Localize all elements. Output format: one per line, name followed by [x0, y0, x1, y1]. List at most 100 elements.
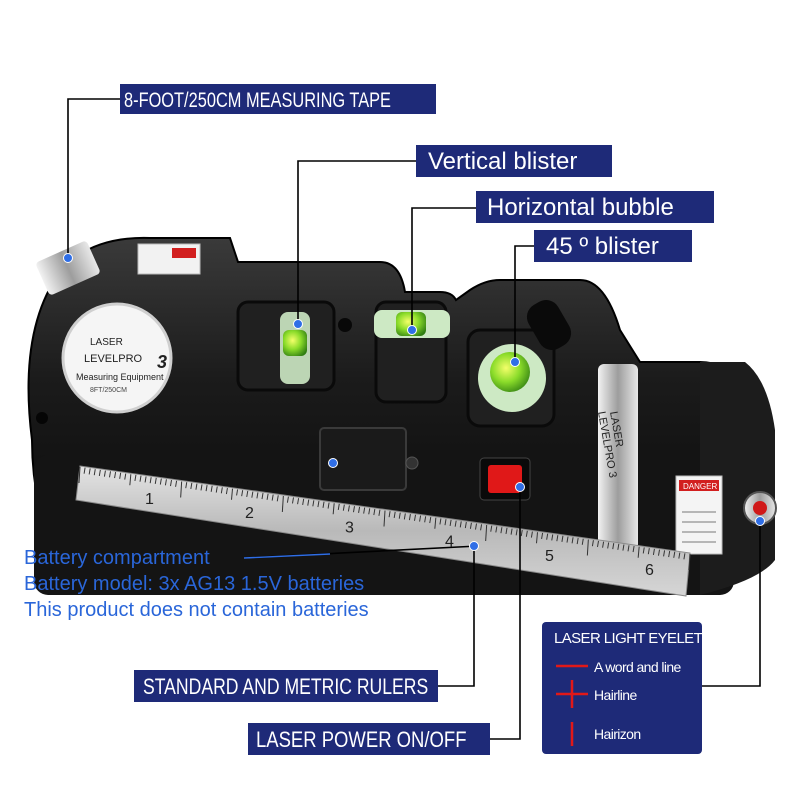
label-power: LASER POWER ON/OFF — [248, 723, 490, 755]
ruler-tick — [358, 506, 361, 513]
ruler-tick — [180, 481, 183, 498]
ruler-tick — [281, 495, 284, 513]
ruler-tick — [271, 494, 274, 501]
ruler-tick — [571, 537, 574, 544]
ruler-tick — [449, 519, 452, 527]
ruler-tick — [683, 553, 686, 560]
ruler-tick — [434, 517, 437, 529]
ruler-tick — [378, 509, 381, 516]
ruler-tick — [119, 472, 122, 479]
ruler-tick — [388, 511, 391, 518]
ruler-tick — [658, 549, 660, 556]
ruler-tick — [195, 483, 198, 490]
marker-dot-battery — [328, 458, 338, 468]
ruler-tick — [561, 535, 564, 542]
ruler-tick — [566, 536, 569, 543]
marker-dot-45 — [510, 357, 520, 367]
label-45-blister: 45 º blister — [534, 230, 692, 262]
ruler-tick — [383, 510, 386, 527]
label-measuring-tape-text: 8-FOOT/250CM MEASURING TAPE — [124, 89, 391, 112]
ruler-tick — [286, 496, 289, 503]
ruler-tick — [109, 471, 111, 478]
ruler-number: 6 — [645, 562, 654, 579]
ruler-tick — [536, 532, 538, 544]
ruler-tick — [78, 466, 81, 484]
legend-icons — [556, 664, 588, 746]
ruler-tick — [129, 474, 132, 486]
ruler-tick — [342, 504, 345, 511]
legend-item-word-line: A word and line — [594, 659, 681, 675]
marker-dot-power — [515, 482, 525, 492]
ruler-number: 1 — [145, 491, 154, 508]
ruler-tick — [322, 501, 325, 508]
ruler-tick — [307, 499, 310, 506]
ruler-tick — [170, 479, 172, 487]
ruler-tick — [398, 512, 401, 519]
ruler-number: 3 — [345, 519, 354, 536]
battery-note-text: This product does not contain batteries — [24, 599, 369, 621]
ruler-tick — [149, 477, 152, 484]
ruler-tick — [576, 537, 579, 545]
ruler-tick — [469, 522, 472, 529]
ruler-tick — [175, 480, 178, 487]
ruler-tick — [454, 520, 457, 527]
ruler-tick — [403, 513, 406, 520]
ruler-tick — [353, 506, 355, 513]
battery-compartment-text: Battery compartment — [24, 547, 210, 569]
ruler-tick — [251, 491, 254, 498]
danger-text: DANGER — [683, 482, 717, 491]
ruler-tick — [124, 473, 127, 480]
ruler-number: 4 — [445, 534, 454, 551]
ruler-tick — [225, 487, 228, 495]
ruler-tick — [164, 479, 167, 486]
ruler-tick — [597, 540, 599, 548]
ruler-tick — [114, 471, 117, 479]
ruler-tick — [159, 478, 162, 485]
tape-badge — [61, 302, 173, 414]
ruler-tick — [617, 543, 620, 550]
ruler-tick — [373, 508, 376, 516]
ruler-tick — [134, 474, 137, 482]
legend-title: LASER LIGHT EYELET — [554, 630, 703, 647]
ruler-tick — [220, 487, 223, 494]
marker-dot-vertical — [293, 319, 303, 329]
label-vertical-blister-text: Vertical blister — [428, 148, 578, 175]
ruler-tick — [556, 535, 559, 542]
ruler-tick — [368, 508, 371, 515]
ruler-tick — [261, 493, 264, 500]
metal-band — [598, 364, 638, 550]
marker-dot-tape — [63, 253, 73, 263]
ruler-tick — [627, 545, 630, 552]
ruler-tick — [520, 529, 523, 537]
ruler-tick — [292, 497, 294, 504]
ruler-tick — [439, 518, 442, 525]
ruler-tick — [546, 533, 549, 540]
marker-dot-horizontal — [407, 325, 417, 335]
label-45-blister-text: 45 º blister — [546, 233, 659, 260]
ruler-tick — [668, 551, 671, 558]
ruler-tick — [241, 490, 244, 497]
ruler-tick — [485, 524, 488, 542]
ruler-tick — [459, 521, 462, 528]
ruler-tick — [327, 502, 330, 509]
ruler-tick — [317, 500, 320, 508]
battery-model-text: Battery model: 3x AG13 1.5V batteries — [24, 573, 365, 595]
ruler-tick — [302, 498, 305, 505]
ruler-tick — [256, 492, 259, 499]
ruler-tick — [236, 489, 239, 496]
label-vertical-blister: Vertical blister — [416, 145, 612, 177]
ruler-tick — [637, 546, 640, 558]
ruler-tick — [530, 531, 533, 538]
ruler-tick — [200, 484, 203, 491]
ruler-tick — [312, 500, 315, 507]
ruler-tick — [414, 514, 416, 521]
legend-item-hairline: Hairline — [594, 687, 637, 703]
ruler-tick — [393, 511, 396, 519]
ruler-tick — [612, 543, 615, 550]
label-horizontal-bubble: Horizontal bubble — [476, 191, 714, 223]
ruler-tick — [419, 515, 422, 522]
ruler-tick — [205, 485, 208, 492]
ruler-tick — [297, 498, 300, 505]
ruler-tick — [581, 538, 584, 545]
